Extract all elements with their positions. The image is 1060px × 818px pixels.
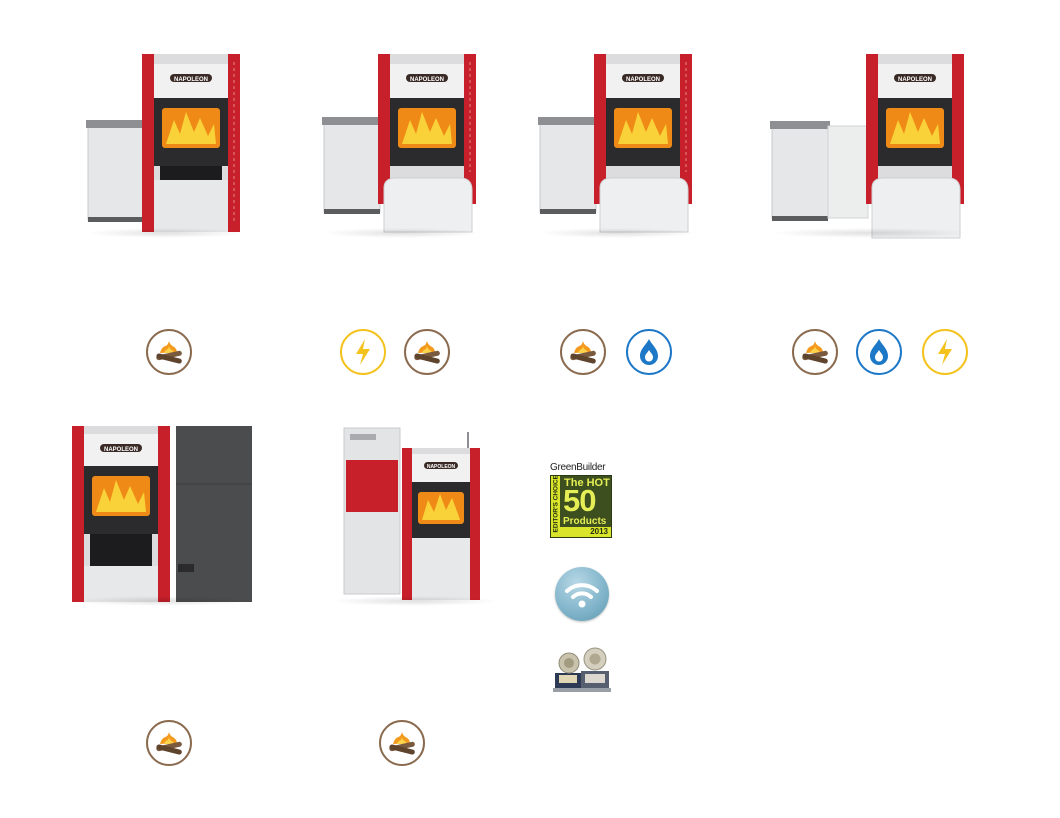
award-side-strip: EDITOR'S CHOICE — [551, 475, 560, 537]
wood-fuel-icon — [156, 341, 182, 364]
furnace-product-2[interactable]: NAPOLEON — [322, 52, 482, 242]
furnace-image: NAPOLEON — [322, 54, 476, 233]
award-line1: The HOT — [564, 477, 610, 489]
wood-fuel-badge — [560, 329, 606, 375]
brand-logo: NAPOLEON — [898, 77, 932, 83]
gas-fuel-badge — [626, 329, 672, 375]
furnace-image: NAPOLEON — [770, 54, 964, 239]
brand-logo: NAPOLEON — [626, 77, 660, 83]
award-line2: Products — [563, 516, 607, 527]
electric-fuel-badge — [340, 329, 386, 375]
green-builder-award[interactable]: GreenBuilder EDITOR'S CHOICE The HOT 50 … — [550, 462, 614, 540]
furnace-product-5[interactable]: NAPOLEON — [70, 424, 254, 608]
wood-fuel-icon — [570, 341, 596, 364]
wood-fuel-badge — [146, 720, 192, 766]
gas-fuel-icon — [870, 339, 888, 365]
gas-fuel-badge — [856, 329, 902, 375]
wood-fuel-badge — [379, 720, 425, 766]
award-number: 50 — [563, 483, 596, 518]
wifi-icon — [565, 583, 599, 608]
wood-fuel-badge — [146, 329, 192, 375]
electric-fuel-icon — [938, 339, 952, 365]
trophy-award[interactable] — [553, 643, 611, 693]
furnace-product-6[interactable]: NAPOLEON — [330, 424, 500, 608]
wood-fuel-icon — [156, 732, 182, 755]
gas-fuel-icon — [640, 339, 658, 365]
furnace-product-4[interactable]: NAPOLEON — [770, 52, 970, 242]
furnace-image: NAPOLEON — [538, 54, 692, 233]
wood-fuel-badge — [792, 329, 838, 375]
award-year: 2013 — [560, 527, 611, 537]
electric-fuel-badge — [922, 329, 968, 375]
trophy-icon — [553, 647, 611, 692]
furnace-image: NAPOLEON — [86, 54, 240, 232]
brand-logo: NAPOLEON — [427, 464, 456, 470]
brand-logo: NAPOLEON — [410, 77, 444, 83]
electric-fuel-icon — [356, 339, 370, 365]
brand-logo: NAPOLEON — [174, 77, 208, 83]
furnace-image: NAPOLEON — [343, 427, 480, 600]
brand-logo: NAPOLEON — [104, 447, 138, 453]
furnace-image: NAPOLEON — [72, 426, 252, 602]
wifi-badge[interactable] — [555, 567, 609, 621]
furnace-product-1[interactable]: NAPOLEON — [86, 52, 246, 242]
wood-fuel-badge — [404, 329, 450, 375]
wood-fuel-icon — [389, 732, 415, 755]
award-publisher: GreenBuilder — [550, 462, 606, 473]
award-box: EDITOR'S CHOICE The HOT 50 Products 2013 — [550, 475, 612, 538]
award-side-label: EDITOR'S CHOICE — [552, 475, 560, 533]
wood-fuel-icon — [802, 341, 828, 364]
wood-fuel-icon — [414, 341, 440, 364]
furnace-product-3[interactable]: NAPOLEON — [538, 52, 698, 242]
